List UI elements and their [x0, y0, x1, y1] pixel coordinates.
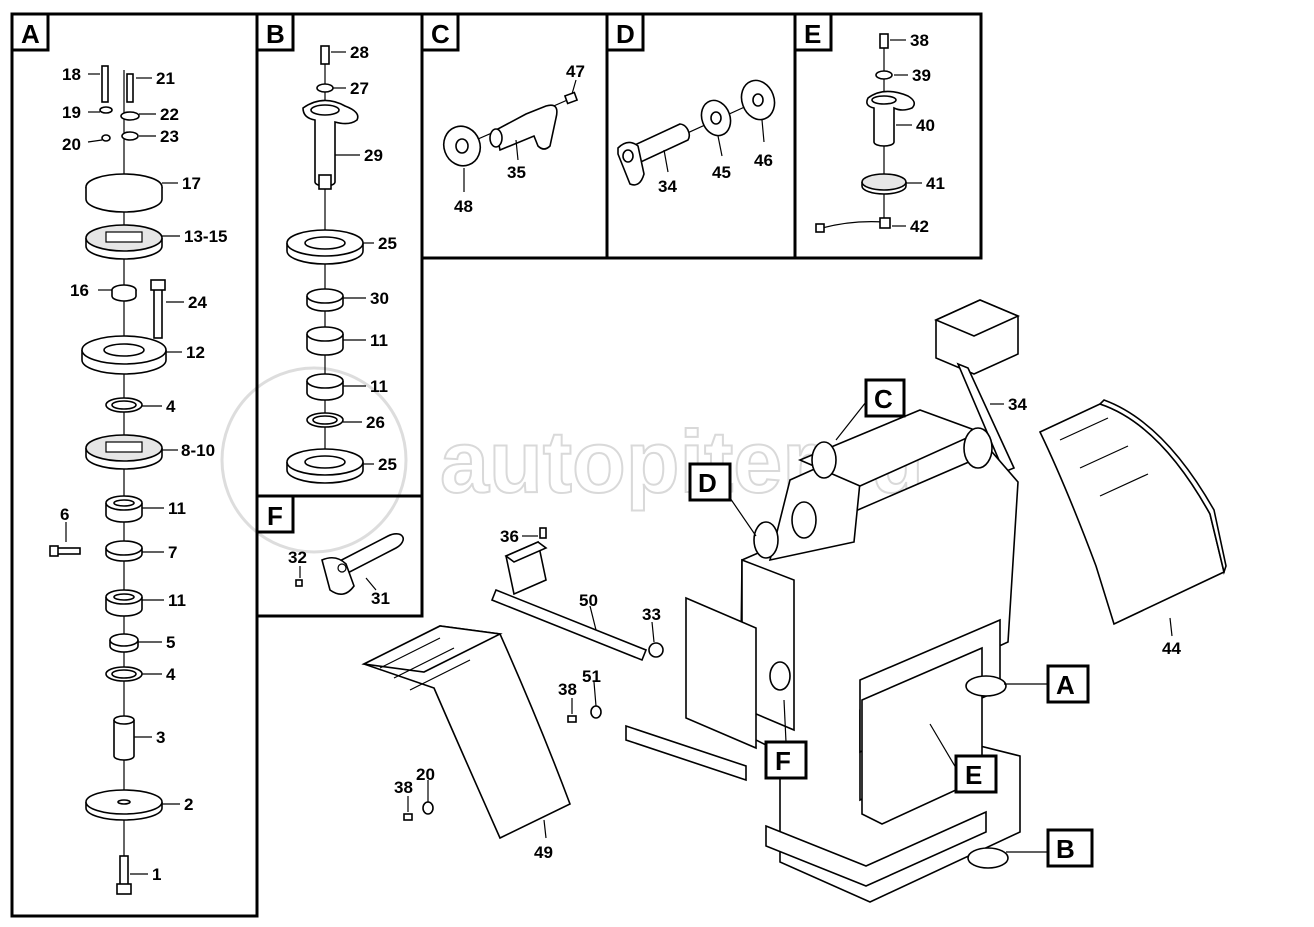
svg-text:18: 18 — [62, 65, 81, 84]
panel-b: B 28 27 29 — [255, 12, 424, 498]
labels-panel-e: 38 39 40 41 42 — [890, 31, 945, 236]
svg-text:44: 44 — [1162, 639, 1181, 658]
svg-text:1: 1 — [152, 865, 161, 884]
svg-text:11: 11 — [168, 591, 186, 610]
svg-text:20: 20 — [416, 765, 435, 784]
svg-text:16: 16 — [70, 281, 89, 300]
callout-e: E — [929, 723, 998, 794]
svg-text:40: 40 — [916, 116, 935, 135]
svg-text:39: 39 — [912, 66, 931, 85]
svg-text:26: 26 — [366, 413, 385, 432]
svg-text:17: 17 — [182, 174, 201, 193]
svg-text:3: 3 — [156, 728, 165, 747]
panel-a-letter: A — [21, 19, 40, 49]
svg-text:29: 29 — [364, 146, 383, 165]
svg-text:2: 2 — [184, 795, 193, 814]
svg-text:24: 24 — [188, 293, 207, 312]
svg-text:4: 4 — [166, 397, 176, 416]
svg-text:27: 27 — [350, 79, 369, 98]
labels-main: 34 44 36 50 33 38 51 49 38 20 — [394, 395, 1181, 862]
svg-text:21: 21 — [156, 69, 175, 88]
svg-text:36: 36 — [500, 527, 519, 546]
svg-text:28: 28 — [350, 43, 369, 62]
svg-text:34: 34 — [658, 177, 677, 196]
svg-text:42: 42 — [910, 217, 929, 236]
svg-text:5: 5 — [166, 633, 175, 652]
svg-text:D: D — [698, 468, 717, 498]
svg-text:C: C — [874, 384, 893, 414]
labels-panel-b: 28 27 29 25 30 11 11 26 25 — [331, 43, 397, 474]
svg-text:45: 45 — [712, 163, 731, 182]
svg-text:31: 31 — [371, 589, 390, 608]
callout-d: D — [688, 462, 757, 537]
panel-a: A — [10, 12, 259, 918]
callout-a: A — [1004, 664, 1090, 704]
svg-text:41: 41 — [926, 174, 945, 193]
panel-e: E 38 39 40 41 42 — [793, 12, 983, 260]
labels-panel-c: 47 48 35 — [454, 62, 585, 216]
labels-panel-f: 32 31 — [288, 548, 390, 608]
svg-text:E: E — [804, 19, 821, 49]
svg-text:25: 25 — [378, 234, 397, 253]
svg-text:13-15: 13-15 — [184, 227, 227, 246]
svg-text:34: 34 — [1008, 395, 1027, 414]
labels-panel-a: 18 21 19 22 20 23 17 13-15 16 24 12 4 8-… — [60, 65, 227, 884]
svg-text:23: 23 — [160, 127, 179, 146]
svg-text:38: 38 — [558, 680, 577, 699]
callout-c: C — [835, 378, 906, 441]
panel-d: D 34 45 46 — [605, 12, 797, 260]
svg-text:F: F — [775, 746, 791, 776]
svg-text:48: 48 — [454, 197, 473, 216]
svg-text:B: B — [266, 19, 285, 49]
main-assembly: C D A F E B 34 — [361, 299, 1227, 903]
svg-text:38: 38 — [910, 31, 929, 50]
svg-text:11: 11 — [370, 331, 388, 350]
svg-text:11: 11 — [168, 499, 186, 518]
svg-text:22: 22 — [160, 105, 179, 124]
svg-text:50: 50 — [579, 591, 598, 610]
svg-text:20: 20 — [62, 135, 81, 154]
svg-text:11: 11 — [370, 377, 388, 396]
svg-text:35: 35 — [507, 163, 526, 182]
svg-text:32: 32 — [288, 548, 307, 567]
svg-text:30: 30 — [370, 289, 389, 308]
labels-panel-d: 34 45 46 — [658, 119, 773, 196]
svg-text:33: 33 — [642, 605, 661, 624]
svg-text:B: B — [1056, 834, 1075, 864]
callout-b: B — [1006, 828, 1094, 868]
svg-text:C: C — [431, 19, 450, 49]
svg-text:4: 4 — [166, 665, 176, 684]
svg-text:38: 38 — [394, 778, 413, 797]
svg-text:8-10: 8-10 — [181, 441, 215, 460]
svg-text:A: A — [1056, 670, 1075, 700]
svg-text:19: 19 — [62, 103, 81, 122]
svg-text:7: 7 — [168, 543, 177, 562]
panel-f: F 32 31 — [255, 494, 424, 618]
panel-c: C 47 48 35 — [420, 12, 609, 260]
svg-text:D: D — [616, 19, 635, 49]
svg-text:47: 47 — [566, 62, 585, 81]
svg-text:46: 46 — [754, 151, 773, 170]
callout-f: F — [764, 699, 808, 780]
svg-text:12: 12 — [186, 343, 205, 362]
svg-text:6: 6 — [60, 505, 69, 524]
svg-text:25: 25 — [378, 455, 397, 474]
svg-text:49: 49 — [534, 843, 553, 862]
svg-text:E: E — [965, 760, 982, 790]
svg-text:F: F — [267, 501, 283, 531]
svg-text:51: 51 — [582, 667, 601, 686]
